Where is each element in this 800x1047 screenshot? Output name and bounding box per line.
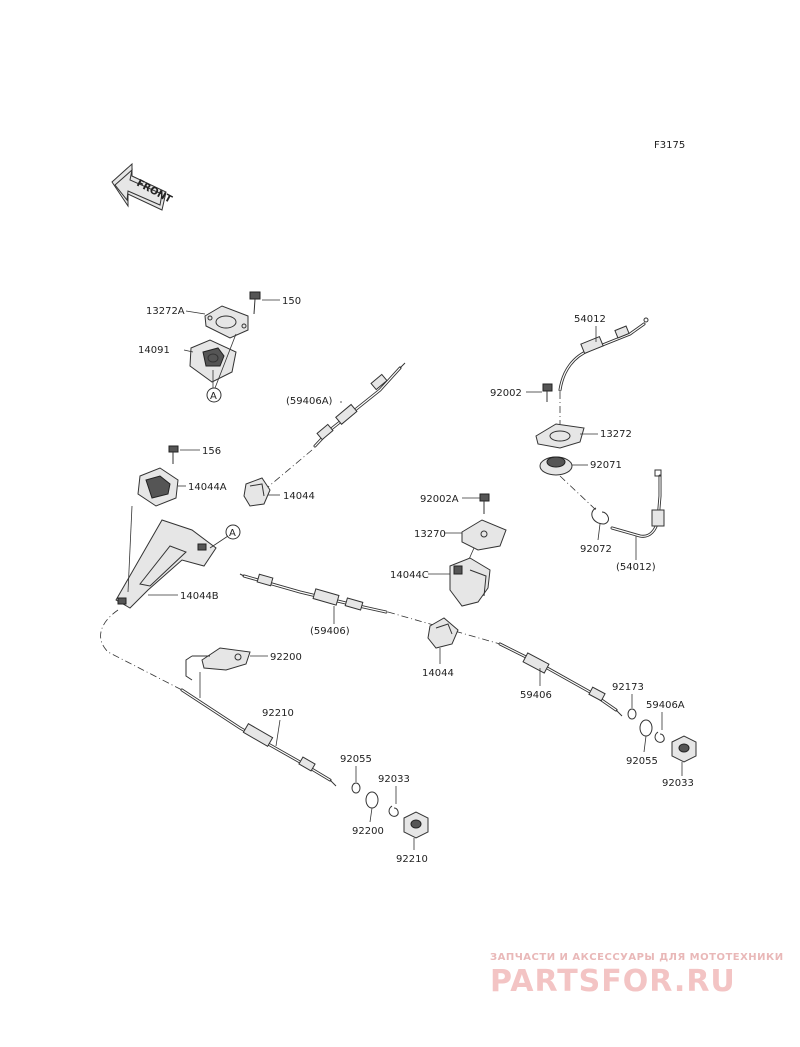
part-54012-paren-label: (54012): [616, 562, 656, 573]
part-92033-left-label: 92033: [378, 774, 410, 785]
cable-54012-lower-icon: [610, 469, 665, 538]
clip-92033-left-icon: [388, 805, 399, 817]
washer-92200-right-icon: [639, 719, 653, 737]
part-59406A-label: 92210: [262, 708, 294, 719]
bolt-92002-icon: [542, 383, 553, 402]
part-14091-label: 14091: [138, 345, 170, 356]
cable-59406-right-icon: [498, 642, 623, 717]
clamp-14044-upper-icon: [243, 477, 271, 507]
part-92072-label: 92072: [580, 544, 612, 555]
part-156-label: 156: [202, 446, 221, 457]
part-92002A-label: 92002A: [420, 494, 459, 505]
part-13272A-label: 13272A: [146, 306, 185, 317]
oring-92055-right-icon: [627, 708, 637, 720]
part-13272-label: 13272: [600, 429, 632, 440]
bolt-92002A-icon: [479, 493, 490, 514]
gasket-13272-icon: [535, 423, 585, 449]
part-92055-right-label: 92173: [612, 682, 644, 693]
bracket-14044C-icon: [449, 557, 491, 607]
part-92210-right-label: 92033: [662, 778, 694, 789]
part-59406A-top-label: (59406A): [286, 396, 333, 407]
clip-92033-right-icon: [654, 731, 665, 743]
part-92200-left-label: 92200: [352, 826, 384, 837]
nut-92210-right-icon: [671, 735, 697, 763]
oring-92055-left-icon: [351, 782, 361, 794]
ref-mark-a-top: A: [210, 391, 217, 402]
part-59406-paren-label: (59406): [310, 626, 350, 637]
gasket-13272A-icon: [204, 305, 249, 339]
bracket-92173-icon: [185, 647, 251, 681]
washer-92200-left-icon: [365, 791, 379, 809]
part-92071-label: 92071: [590, 460, 622, 471]
cover-14091-icon: [189, 339, 237, 383]
part-14044A-label: 14044A: [188, 482, 227, 493]
bracket-14044B-icon: [115, 519, 217, 609]
watermark-tagline: ЗАПЧАСТИ И АКСЕССУАРЫ ДЛЯ МОТОТЕХНИКИ: [490, 952, 784, 963]
part-14044B-label: 14044B: [180, 591, 219, 602]
front-arrow-icon: FRONT: [111, 162, 174, 211]
part-150-label: 150: [282, 296, 301, 307]
part-54012-label: 54012: [574, 314, 606, 325]
clamp-14044-lower-icon: [427, 617, 459, 649]
nut-92210-left-icon: [403, 811, 429, 839]
part-14044-upper-label: 14044: [283, 491, 315, 502]
part-92173-label: 92200: [270, 652, 302, 663]
cable-59406-middle-icon: [239, 573, 388, 614]
plate-13270-icon: [461, 519, 507, 551]
part-92200-right-label: 92055: [626, 756, 658, 767]
part-14044C-label: 14044C: [390, 570, 429, 581]
cable-59406A-lower-icon: [180, 688, 337, 787]
bolt-150-icon: [249, 291, 261, 315]
cable-59406A-upper-icon: [313, 362, 406, 448]
part-59406-label: 59406: [520, 690, 552, 701]
part-92055-left-label: 92055: [340, 754, 372, 765]
watermark-logo: PARTSFOR.RU: [490, 964, 736, 999]
clip-92072-icon: [591, 507, 609, 525]
ref-mark-a-bottom: A: [229, 528, 236, 539]
part-92002-label: 92002: [490, 388, 522, 399]
figure-code: F3175: [654, 140, 686, 151]
part-14044-lower-label: 14044: [422, 668, 454, 679]
part-92033-right-label: 59406A: [646, 700, 685, 711]
part-13270-label: 13270: [414, 529, 446, 540]
cable-54012-icon: [558, 317, 649, 392]
clamp-14044A-icon: [137, 467, 179, 507]
grommet-92071-icon: [539, 456, 573, 476]
bolt-156-icon: [168, 445, 179, 464]
part-92210-left-label: 92210: [396, 854, 428, 865]
